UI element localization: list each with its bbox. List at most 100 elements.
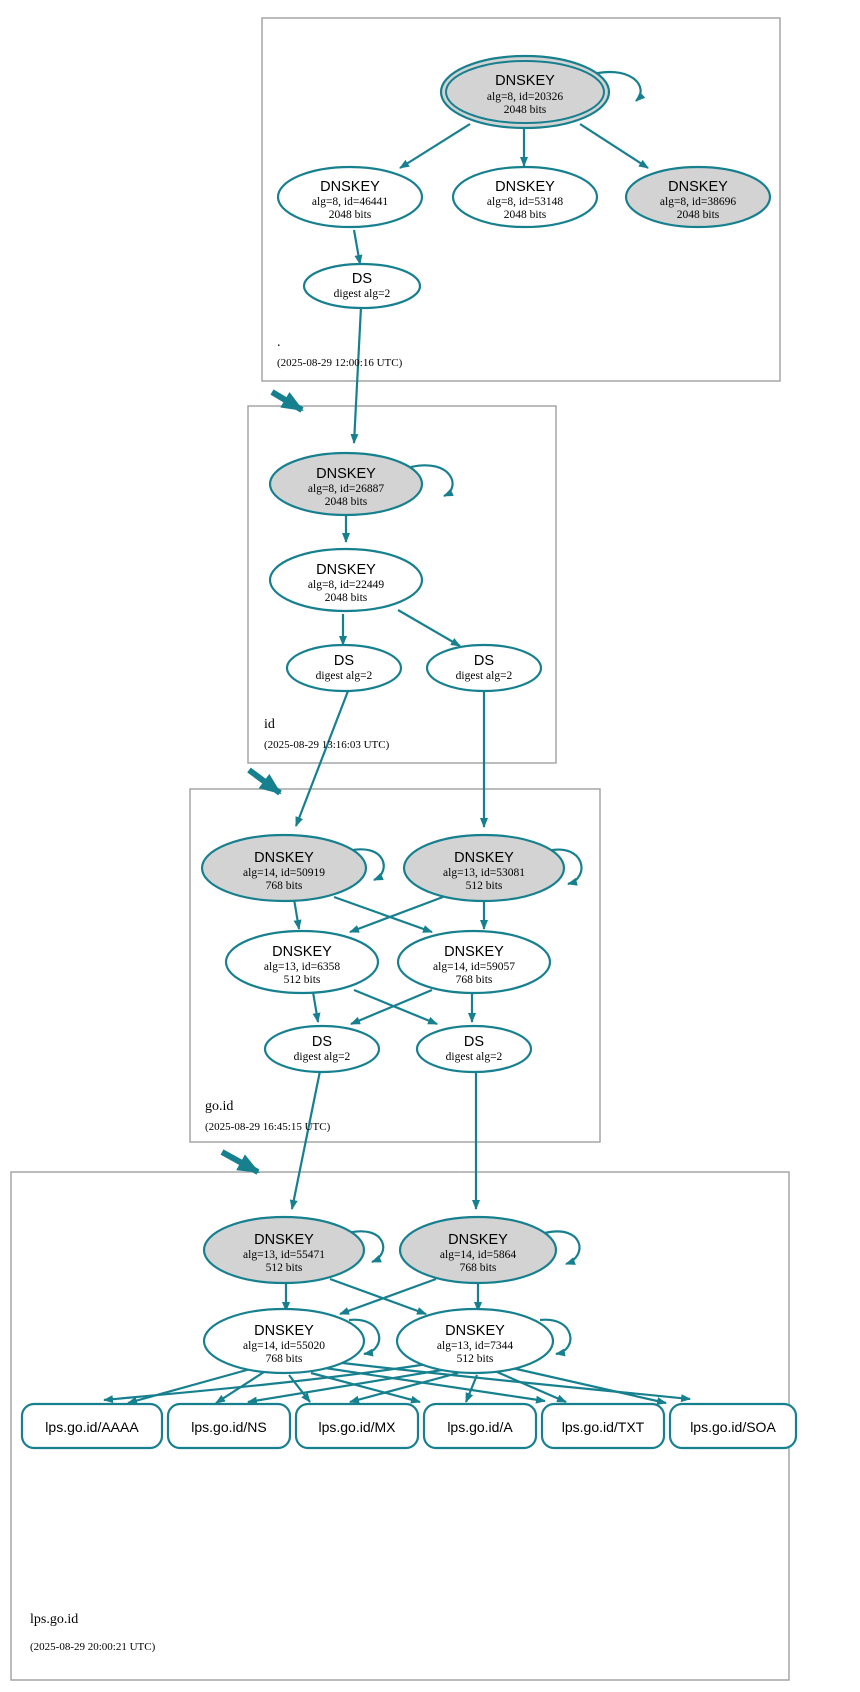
dnskey-55020-title: DNSKEY: [254, 1323, 314, 1339]
zone-timestamp-lps-go-id: (2025-08-29 20:00:21 UTC): [30, 1641, 156, 1653]
dnskey-5864-title: DNSKEY: [448, 1232, 508, 1248]
dnskey-node-22449[interactable]: DNSKEY alg=8, id=22449 2048 bits: [268, 547, 424, 613]
dnskey-38696-title: DNSKEY: [668, 179, 728, 195]
dnskey-55471-title: DNSKEY: [254, 1232, 314, 1248]
ds-id-a-title: DS: [334, 653, 354, 669]
rrset-node-ns[interactable]: lps.go.id/NS: [166, 1402, 292, 1450]
dnskey-node-50919[interactable]: DNSKEY alg=14, id=50919 768 bits: [200, 833, 368, 903]
dnskey-53148-title: DNSKEY: [495, 179, 555, 195]
rrset-node-txt[interactable]: lps.go.id/TXT: [540, 1402, 666, 1450]
ds-id-b-digest: digest alg=2: [456, 670, 513, 682]
ds-go-b-digest: digest alg=2: [446, 1051, 503, 1063]
dnskey-node-55020[interactable]: DNSKEY alg=14, id=55020 768 bits: [202, 1307, 366, 1375]
dnskey-46441-title: DNSKEY: [320, 179, 380, 195]
zone-link-go-id-to-lps-go-id: [220, 1149, 260, 1175]
rrset-mx-label: lps.go.id/MX: [318, 1419, 396, 1435]
dnskey-26887-bits: 2048 bits: [325, 496, 368, 508]
zone-label-go-id: go.id: [205, 1099, 233, 1114]
ds-root-title: DS: [352, 271, 372, 287]
ds-id-b-title: DS: [474, 653, 494, 669]
dnskey-50919-title: DNSKEY: [254, 850, 314, 866]
dnskey-26887-alg: alg=8, id=26887: [308, 483, 384, 495]
zone-timestamp-root: (2025-08-29 12:00:16 UTC): [277, 357, 403, 369]
dnskey-node-20326[interactable]: DNSKEY alg=8, id=20326 2048 bits: [439, 54, 611, 130]
dnskey-node-59057[interactable]: DNSKEY alg=14, id=59057 768 bits: [396, 929, 552, 995]
zone-label-lps-go-id: lps.go.id: [30, 1612, 78, 1627]
ds-root-digest: digest alg=2: [334, 288, 391, 300]
zone-link-id-to-go-id: [247, 767, 282, 796]
dnskey-50919-bits: 768 bits: [266, 880, 303, 892]
edges-root-zone: [350, 70, 649, 444]
ds-node-id-a[interactable]: DS digest alg=2: [285, 643, 403, 693]
zone-cluster-id: [247, 405, 557, 764]
dnskey-7344-alg: alg=13, id=7344: [437, 1340, 513, 1352]
dnskey-6358-alg: alg=13, id=6358: [264, 961, 340, 973]
rrset-soa-label: lps.go.id/SOA: [690, 1419, 776, 1435]
dnskey-node-46441[interactable]: DNSKEY alg=8, id=46441 2048 bits: [276, 165, 424, 229]
rrset-txt-label: lps.go.id/TXT: [562, 1419, 645, 1435]
zone-cluster-go-id: [189, 788, 601, 1143]
dnskey-20326-bits: 2048 bits: [504, 104, 547, 116]
dnskey-53148-bits: 2048 bits: [504, 209, 547, 221]
dnskey-node-6358[interactable]: DNSKEY alg=13, id=6358 512 bits: [224, 929, 380, 995]
dnskey-59057-bits: 768 bits: [456, 974, 493, 986]
dnskey-53081-bits: 512 bits: [466, 880, 503, 892]
dnskey-node-5864[interactable]: DNSKEY alg=14, id=5864 768 bits: [398, 1215, 558, 1285]
dnskey-7344-title: DNSKEY: [445, 1323, 505, 1339]
dnskey-6358-title: DNSKEY: [272, 944, 332, 960]
dnskey-20326-alg: alg=8, id=20326: [487, 91, 563, 103]
dnskey-7344-bits: 512 bits: [457, 1353, 494, 1365]
rrset-node-a[interactable]: lps.go.id/A: [422, 1402, 538, 1450]
dnskey-26887-title: DNSKEY: [316, 466, 376, 482]
edges-go-id-zone: [289, 848, 583, 1210]
dnskey-55020-bits: 768 bits: [266, 1353, 303, 1365]
edges-id-zone: [294, 464, 488, 828]
zone-label-id: id: [264, 717, 275, 732]
dnskey-node-55471[interactable]: DNSKEY alg=13, id=55471 512 bits: [202, 1215, 366, 1285]
zone-timestamp-go-id: (2025-08-29 16:45:15 UTC): [205, 1121, 331, 1133]
zone-cluster-root: [261, 17, 781, 382]
dnskey-22449-alg: alg=8, id=22449: [308, 579, 384, 591]
dnskey-node-26887[interactable]: DNSKEY alg=8, id=26887 2048 bits: [268, 451, 424, 517]
ds-node-go-a[interactable]: DS digest alg=2: [263, 1024, 381, 1074]
ds-node-go-b[interactable]: DS digest alg=2: [415, 1024, 533, 1074]
dnskey-6358-bits: 512 bits: [284, 974, 321, 986]
dnskey-22449-bits: 2048 bits: [325, 592, 368, 604]
rrset-node-soa[interactable]: lps.go.id/SOA: [668, 1402, 798, 1450]
dnskey-53081-title: DNSKEY: [454, 850, 514, 866]
dnskey-22449-title: DNSKEY: [316, 562, 376, 578]
dnskey-55471-alg: alg=13, id=55471: [243, 1249, 325, 1261]
dnskey-node-53148[interactable]: DNSKEY alg=8, id=53148 2048 bits: [451, 165, 599, 229]
dnskey-5864-bits: 768 bits: [460, 1262, 497, 1274]
ds-id-a-digest: digest alg=2: [316, 670, 373, 682]
dnskey-node-38696[interactable]: DNSKEY alg=8, id=38696 2048 bits: [624, 165, 772, 229]
rrset-node-mx[interactable]: lps.go.id/MX: [294, 1402, 420, 1450]
dnskey-53148-alg: alg=8, id=53148: [487, 196, 563, 208]
dnskey-20326-title: DNSKEY: [495, 73, 555, 89]
rrset-node-aaaa[interactable]: lps.go.id/AAAA: [20, 1402, 164, 1450]
dnskey-59057-alg: alg=14, id=59057: [433, 961, 515, 973]
dnskey-59057-title: DNSKEY: [444, 944, 504, 960]
dnskey-38696-alg: alg=8, id=38696: [660, 196, 736, 208]
dnskey-node-53081[interactable]: DNSKEY alg=13, id=53081 512 bits: [402, 833, 566, 903]
edges-lps-go-id-zone: [103, 1230, 691, 1405]
rrset-aaaa-label: lps.go.id/AAAA: [45, 1419, 139, 1435]
dnskey-5864-alg: alg=14, id=5864: [440, 1249, 516, 1261]
zone-label-root: .: [277, 335, 281, 350]
ds-go-b-title: DS: [464, 1034, 484, 1050]
dnskey-46441-alg: alg=8, id=46441: [312, 196, 388, 208]
dnskey-node-7344[interactable]: DNSKEY alg=13, id=7344 512 bits: [395, 1307, 555, 1375]
ds-go-a-digest: digest alg=2: [294, 1051, 351, 1063]
rrset-a-label: lps.go.id/A: [447, 1419, 513, 1435]
zone-link-root-to-id: [270, 389, 304, 413]
ds-go-a-title: DS: [312, 1034, 332, 1050]
dnskey-55471-bits: 512 bits: [266, 1262, 303, 1274]
rrset-ns-label: lps.go.id/NS: [191, 1419, 266, 1435]
ds-node-id-b[interactable]: DS digest alg=2: [425, 643, 543, 693]
dnskey-53081-alg: alg=13, id=53081: [443, 867, 525, 879]
zone-timestamp-id: (2025-08-29 13:16:03 UTC): [264, 739, 390, 751]
dnskey-50919-alg: alg=14, id=50919: [243, 867, 325, 879]
ds-node-root[interactable]: DS digest alg=2: [302, 262, 422, 310]
dnskey-38696-bits: 2048 bits: [677, 209, 720, 221]
